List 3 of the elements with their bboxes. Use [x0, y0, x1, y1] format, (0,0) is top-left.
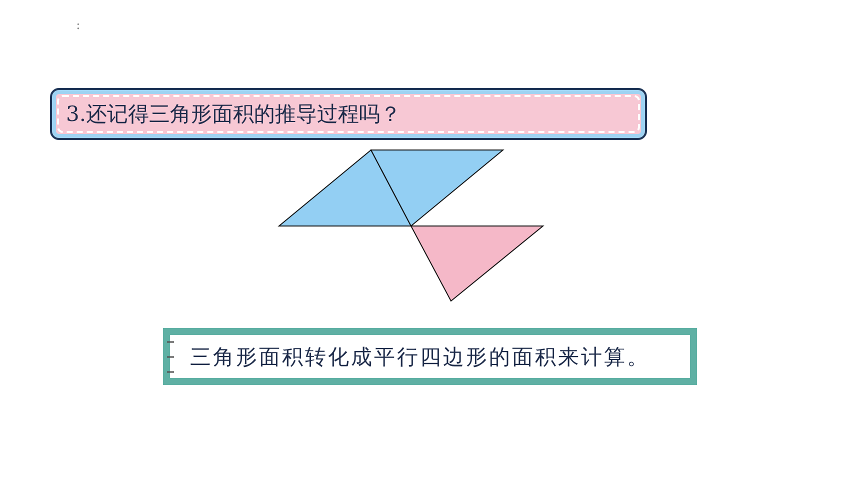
question-box: 3.还记得三角形面积的推导过程吗？ — [50, 88, 647, 140]
colon-mark: : — [76, 18, 80, 33]
answer-box: 三角形面积转化成平行四边形的面积来计算。 — [163, 328, 697, 385]
